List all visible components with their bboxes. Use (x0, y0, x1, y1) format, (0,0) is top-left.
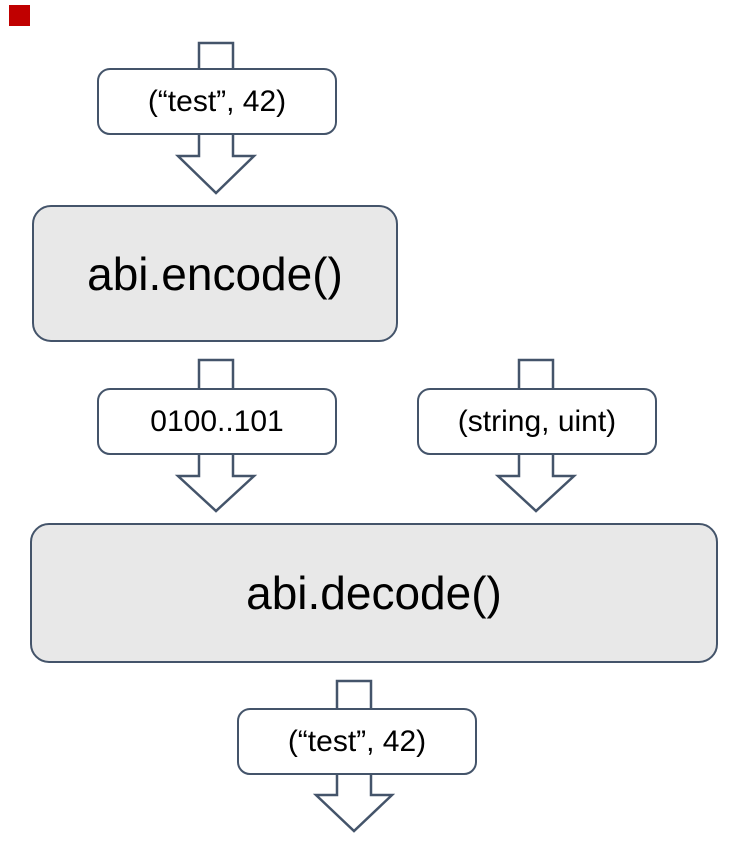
red-marker-square (9, 5, 30, 26)
node-abi-encode: abi.encode() (32, 205, 398, 342)
node-encoded-bytes: 0100..101 (97, 388, 337, 455)
node-input-tuple-label: (“test”, 42) (147, 84, 287, 118)
node-output-tuple: (“test”, 42) (237, 708, 477, 775)
node-type-tuple: (string, uint) (417, 388, 657, 455)
node-type-tuple-label: (string, uint) (457, 404, 617, 438)
node-output-tuple-label: (“test”, 42) (287, 724, 427, 758)
node-abi-encode-label: abi.encode() (87, 247, 343, 300)
node-abi-decode: abi.decode() (30, 523, 718, 663)
node-abi-decode-label: abi.decode() (246, 567, 502, 619)
node-encoded-bytes-label: 0100..101 (150, 404, 284, 438)
node-input-tuple: (“test”, 42) (97, 68, 337, 135)
